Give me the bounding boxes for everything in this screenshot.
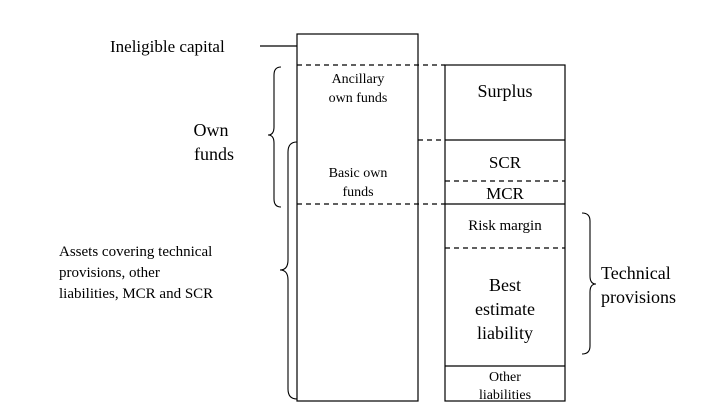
scr-label: SCR [489,153,522,172]
own-funds-label-line1: Own [194,120,229,140]
best-estimate-label-line2: estimate [475,299,535,319]
technical-provisions-label-line2: provisions [601,287,676,307]
technical-provisions-label-line1: Technical [601,263,671,283]
own-funds-label-line2: funds [194,144,234,164]
best-estimate-label-line3: liability [477,323,533,343]
ineligible-capital-label: Ineligible capital [110,37,225,56]
assets-covering-label-line1: Assets covering technical [59,244,212,260]
technical-provisions-brace [581,212,597,355]
assets-covering-brace [279,141,298,400]
basic-own-funds-label-line2: funds [342,185,373,200]
other-liabilities-label-line2: liabilities [479,388,531,403]
assets-covering-label-line3: liabilities, MCR and SCR [59,286,213,302]
risk-margin-label: Risk margin [468,218,542,234]
asset-column [296,33,419,402]
own-funds-brace [267,66,282,208]
surplus-label: Surplus [477,81,532,101]
liability-column [444,64,566,402]
other-liabilities-label-line1: Other [489,370,521,385]
mcr-label: MCR [486,184,524,203]
ancillary-own-funds-label-line2: own funds [329,91,388,106]
assets-covering-label-line2: provisions, other [59,265,160,281]
best-estimate-label-line1: Best [489,275,521,295]
basic-own-funds-label-line1: Basic own [329,166,388,181]
ancillary-own-funds-label-line1: Ancillary [332,72,385,87]
